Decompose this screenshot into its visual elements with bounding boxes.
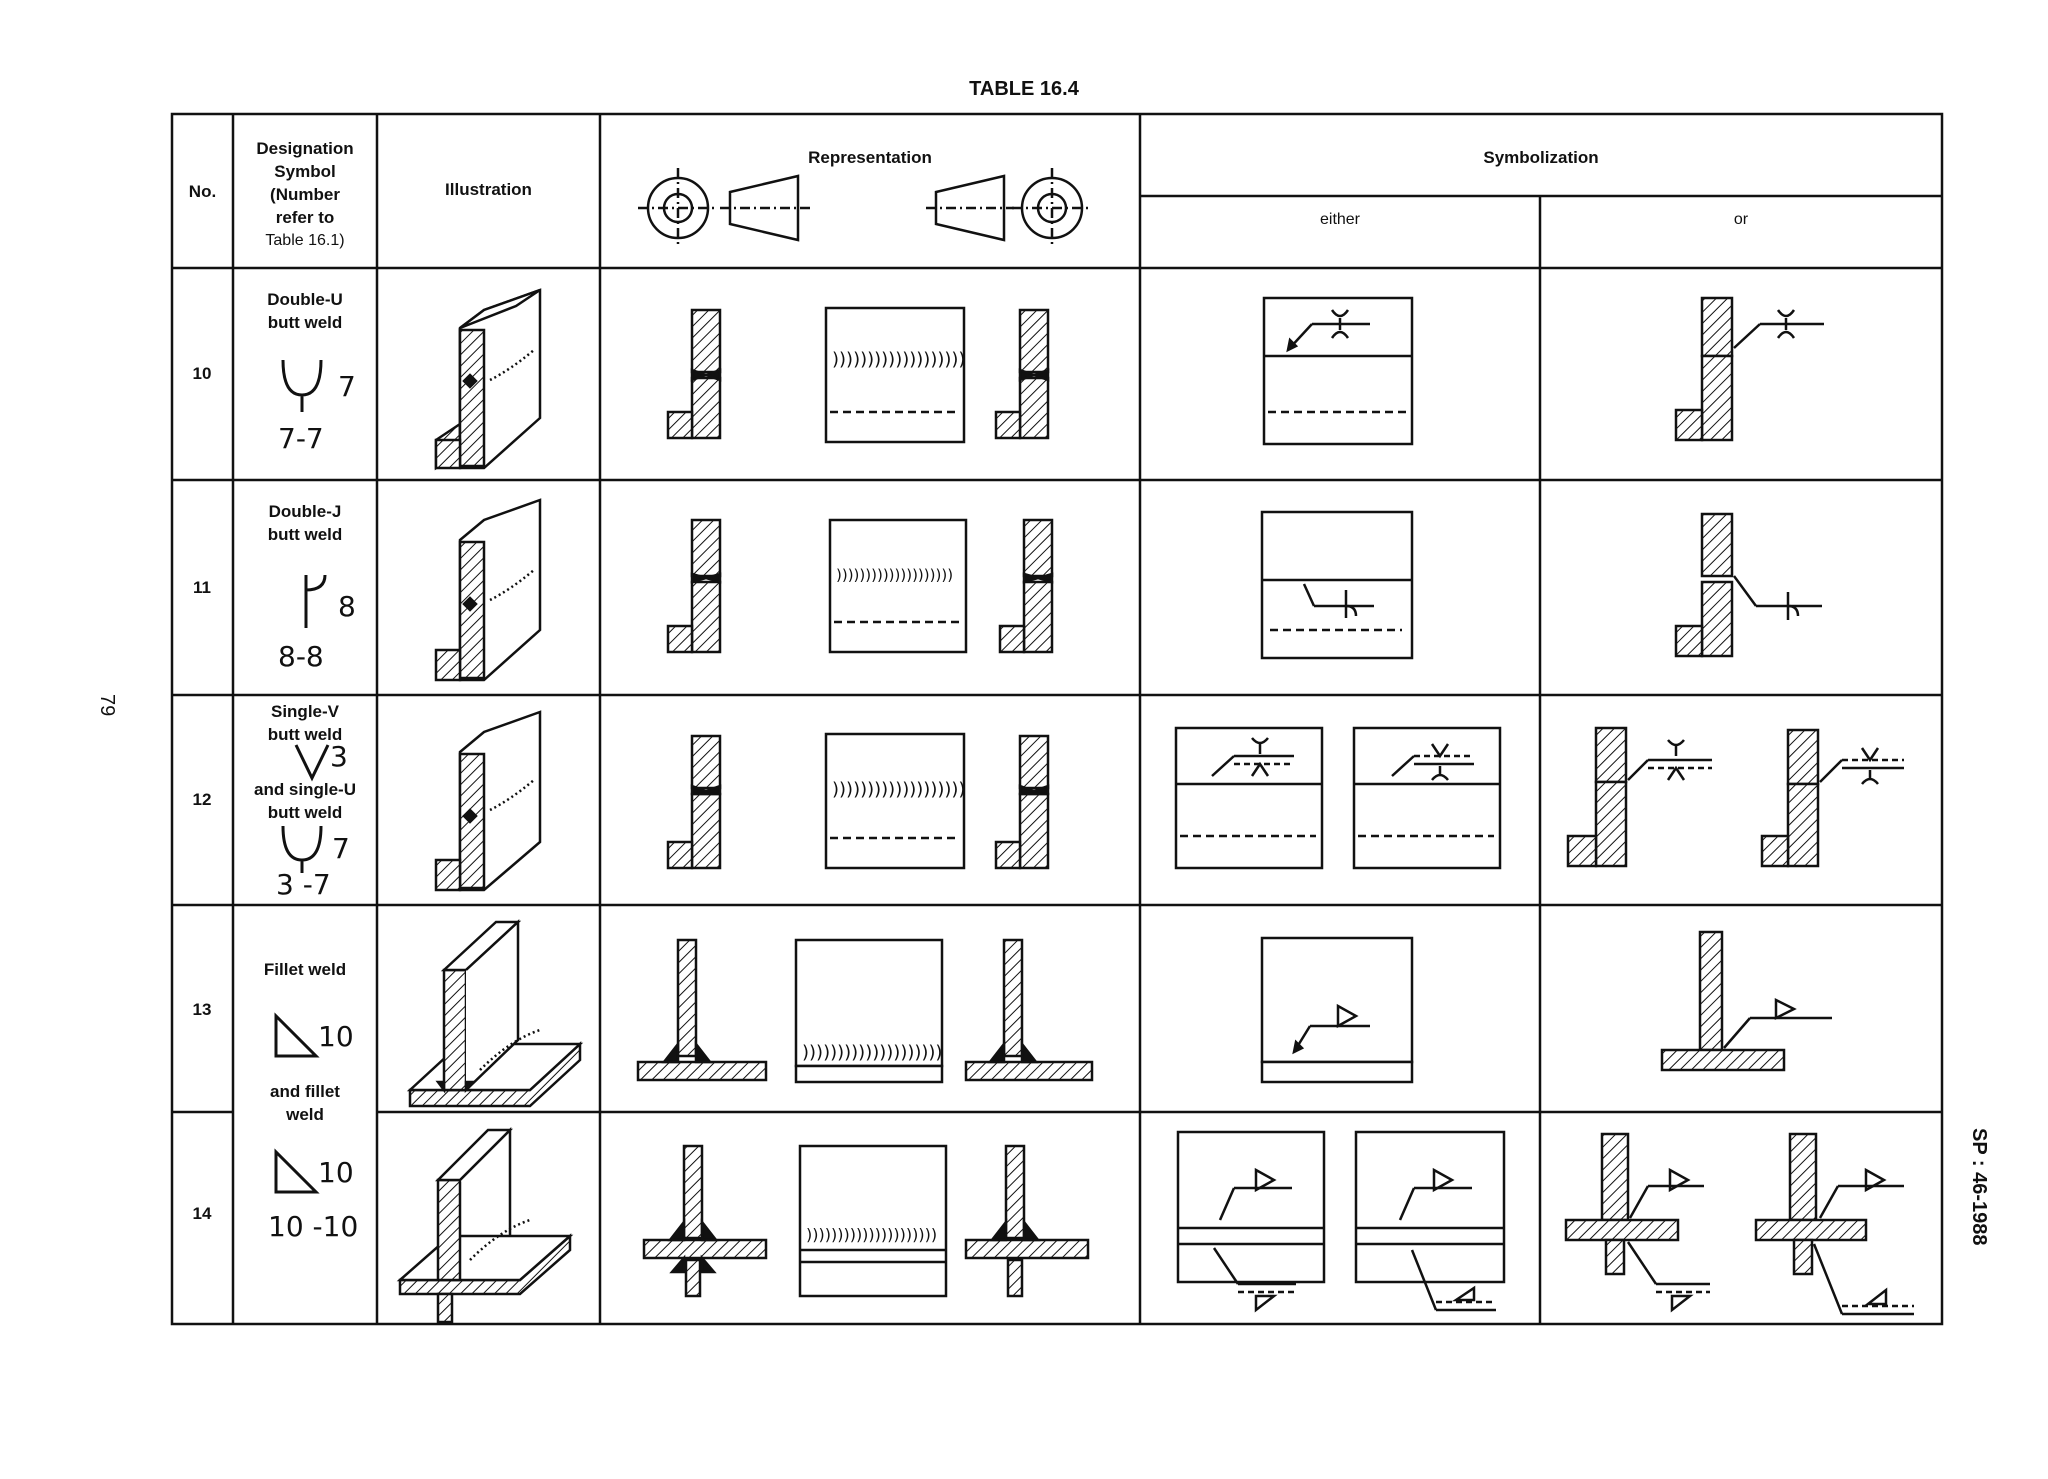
designation-row-10: Double-U butt weld (235, 288, 375, 334)
symbol-code: 7-7 (278, 422, 324, 455)
illustration-row-13 (406, 919, 584, 1108)
symbol-ref: 7 (338, 370, 356, 403)
designation-line: and fillet (270, 1082, 340, 1101)
designation-row-13: Fillet weld (235, 958, 375, 981)
representation-row-12: ))))))))))))))))))) (666, 732, 1050, 870)
svg-text:)))))))))))))))))))): )))))))))))))))))))) (802, 1042, 942, 1063)
symbol-ref: 7 (332, 832, 350, 865)
symbol-ref: 10 (318, 1156, 354, 1189)
illustration-row-12 (434, 710, 542, 892)
symbolization-or-row-12 (1566, 726, 1904, 868)
svg-text:))))))))))))))))))): ))))))))))))))))))) (832, 349, 965, 370)
row-number: 13 (192, 1000, 212, 1019)
designation-line: butt weld (267, 725, 343, 744)
symbolization-or-row-11 (1674, 512, 1822, 658)
header-either: either (1319, 211, 1361, 228)
svg-text:))))))))))))))))))): ))))))))))))))))))) (832, 779, 965, 800)
row-number: 11 (193, 578, 211, 597)
header-designation-line: refer to (275, 208, 335, 227)
designation-row-14: and fillet weld (235, 1080, 375, 1126)
symbol-code: 8-8 (278, 640, 324, 673)
symbolization-either-row-14 (1176, 1130, 1506, 1313)
svg-text:)))))))))))))))))))): )))))))))))))))))))) (836, 566, 953, 584)
representation-row-11: )))))))))))))))))))) (666, 518, 1054, 654)
header-designation-line: Designation (256, 139, 354, 158)
designation-line: weld (286, 1105, 324, 1124)
header-designation-line: Symbol (274, 162, 336, 181)
designation-line: and single-U (253, 780, 356, 799)
symbolization-either-row-11 (1260, 510, 1414, 660)
svg-text:))))))))))))))))))))): ))))))))))))))))))))) (806, 1225, 937, 1244)
single-u-symbol-icon (281, 825, 323, 873)
symbol-code: 10 -10 (268, 1210, 359, 1243)
header-designation: Designation Symbol (Number refer to Tabl… (233, 137, 377, 252)
single-v-symbol-icon (294, 744, 330, 782)
designation-line: Double-J (268, 502, 342, 521)
double-u-symbol-icon (281, 359, 323, 412)
symbol-ref: 8 (338, 590, 356, 623)
row-number: 12 (192, 790, 212, 809)
fillet-symbol-icon (274, 1148, 320, 1194)
symbolization-or-row-10 (1674, 296, 1824, 442)
designation-row-12a: Single-V butt weld (235, 700, 375, 746)
symbol-ref: 3 (330, 740, 348, 773)
representation-row-13: )))))))))))))))))))) (636, 938, 1094, 1084)
header-designation-line: (Number (270, 185, 340, 204)
row-number: 10 (192, 364, 212, 383)
symbol-ref: 10 (318, 1020, 354, 1053)
row-number: 14 (192, 1204, 212, 1223)
designation-row-11: Double-J butt weld (235, 500, 375, 546)
illustration-row-11 (434, 498, 542, 682)
designation-line: Fillet weld (263, 960, 347, 979)
designation-line: Double-U (267, 290, 343, 309)
illustration-row-14 (396, 1126, 574, 1324)
symbolization-either-row-10 (1262, 296, 1414, 446)
designation-line: butt weld (267, 313, 343, 332)
designation-row-12b: and single-U butt weld (235, 778, 375, 824)
symbolization-or-row-13 (1660, 930, 1832, 1072)
fillet-symbol-icon (274, 1012, 320, 1058)
header-no: No. (188, 182, 217, 201)
header-symbolization: Symbolization (1483, 148, 1599, 167)
symbol-code: 3 -7 (276, 868, 331, 901)
illustration-row-10 (434, 288, 542, 471)
designation-line: butt weld (267, 803, 343, 822)
double-j-symbol-icon (304, 574, 327, 628)
header-designation-line: Table 16.1) (265, 232, 345, 249)
header-or: or (1733, 211, 1749, 228)
table-title: TABLE 16.4 (969, 78, 1079, 100)
representation-row-10: ))))))))))))))))))) (666, 306, 1050, 444)
header-illustration: Illustration (445, 180, 532, 199)
header-representation: Representation (808, 148, 932, 167)
designation-line: butt weld (267, 525, 343, 544)
symbolization-either-row-13 (1260, 936, 1414, 1084)
designation-line: Single-V (270, 702, 339, 721)
representation-row-14: ))))))))))))))))))))) (642, 1144, 1090, 1298)
symbolization-either-row-12 (1174, 726, 1502, 870)
symbolization-or-row-14 (1564, 1132, 1914, 1316)
